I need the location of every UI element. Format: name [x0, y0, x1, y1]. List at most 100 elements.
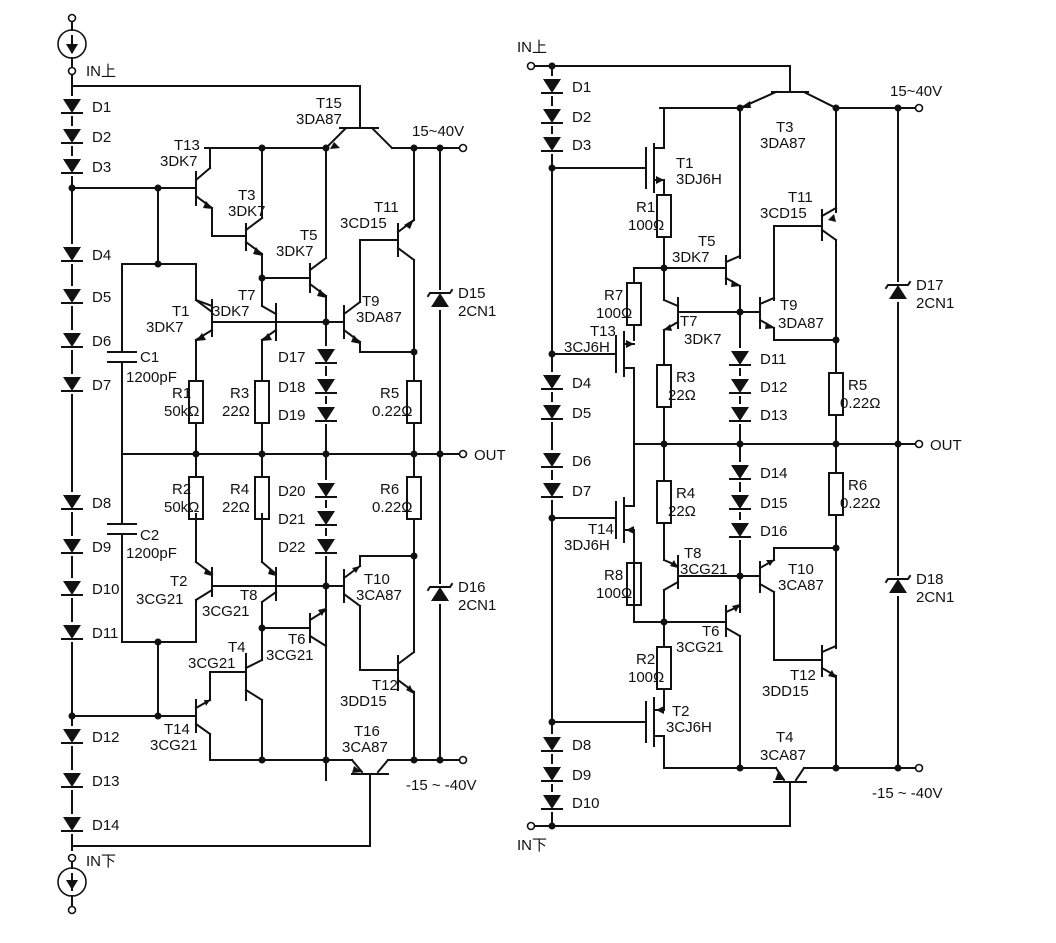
diode-d6: D6	[541, 450, 591, 470]
diode-label: D17	[278, 349, 306, 366]
resistor-label: R2	[636, 651, 655, 668]
diode-label: D12	[92, 729, 120, 746]
diode-label: D4	[572, 375, 591, 392]
left-t4-type: 3CG21	[188, 655, 236, 672]
resistor-label: R3	[676, 369, 695, 386]
resistor-value: 50kΩ	[164, 403, 199, 420]
diode-d9: D9	[61, 536, 111, 556]
right-t14-type: 3DJ6H	[564, 537, 610, 554]
diode-label: D14	[92, 817, 120, 834]
right-t9-name: T9	[780, 297, 798, 314]
right-supply-neg: -15 ~ -40V	[872, 785, 942, 802]
resistor-value: 22Ω	[222, 403, 250, 420]
resistor-label: R1	[636, 199, 655, 216]
left-in-top-label: IN上	[86, 63, 116, 80]
diode-label: D9	[92, 539, 111, 556]
resistor-value: 100Ω	[596, 585, 632, 602]
resistor-r6: R60.22Ω	[828, 472, 880, 516]
left-t16-type: 3CA87	[342, 739, 388, 756]
diode-d13: D13	[61, 770, 120, 790]
resistor-value: 0.22Ω	[372, 403, 412, 420]
right-in-top-label: IN上	[517, 39, 547, 56]
diode-label: D10	[572, 795, 600, 812]
resistor-label: R3	[230, 385, 249, 402]
diode-d10: D10	[61, 578, 120, 598]
diode-d18: D18	[278, 376, 337, 396]
left-t15-name: T15	[316, 95, 342, 112]
diode-label: D6	[92, 333, 111, 350]
right-t4-type: 3CA87	[760, 747, 806, 764]
left-t8-name: T8	[240, 587, 258, 604]
right-t1-name: T1	[676, 155, 694, 172]
diode-d21: D21	[278, 508, 337, 528]
diode-d10: D10	[541, 792, 600, 812]
right-t2-type: 3CJ6H	[666, 719, 712, 736]
diode-d17: D17	[278, 346, 337, 366]
resistor-label: R6	[380, 481, 399, 498]
right-t7-type: 3DK7	[684, 331, 722, 348]
resistor-label: R2	[172, 481, 191, 498]
diode-d9: D9	[541, 764, 591, 784]
zener-type: 2CN1	[458, 597, 496, 614]
diode-label: D21	[278, 511, 306, 528]
zener-type: 2CN1	[916, 295, 954, 312]
resistor-value: 100Ω	[596, 305, 632, 322]
diode-label: D2	[92, 129, 111, 146]
resistor-value: 0.22Ω	[840, 495, 880, 512]
resistor-r5: R50.22Ω	[828, 372, 880, 416]
resistor-label: R7	[604, 287, 623, 304]
right-t6-name: T6	[702, 623, 720, 640]
diode-d8: D8	[61, 492, 111, 512]
right-t3-name: T3	[776, 119, 794, 136]
diode-d15: D15	[729, 492, 788, 512]
left-t12-name: T12	[372, 677, 398, 694]
left-t11-type: 3CD15	[340, 215, 387, 232]
diode-label: D3	[92, 159, 111, 176]
right-t5-name: T5	[698, 233, 716, 250]
diode-d7: D7	[541, 480, 591, 500]
left-out-label: OUT	[474, 447, 506, 464]
diode-label: D20	[278, 483, 306, 500]
left-t1-type: 3DK7	[146, 319, 184, 336]
right-t11-type: 3CD15	[760, 205, 807, 222]
resistor-value: 100Ω	[628, 669, 664, 686]
left-t14-type: 3CG21	[150, 737, 198, 754]
right-t3-type: 3DA87	[760, 135, 806, 152]
diode-label: D19	[278, 407, 306, 424]
right-t4-name: T4	[776, 729, 794, 746]
diode-label: D8	[92, 495, 111, 512]
resistor-label: R4	[230, 481, 249, 498]
left-t9-name: T9	[362, 293, 380, 310]
diode-d5: D5	[541, 402, 591, 422]
left-t3-type: 3DK7	[228, 203, 266, 220]
diode-label: D7	[92, 377, 111, 394]
diode-label: D10	[92, 581, 120, 598]
diode-d12: D12	[61, 726, 120, 746]
diode-label: D3	[572, 137, 591, 154]
diode-d14: D14	[729, 462, 788, 482]
left-c2-value: 1200pF	[126, 545, 177, 562]
resistor-value: 50kΩ	[164, 499, 199, 516]
resistor-value: 22Ω	[222, 499, 250, 516]
diode-d8: D8	[541, 734, 591, 754]
resistor-r5: R50.22Ω	[372, 380, 422, 424]
left-t5-name: T5	[300, 227, 318, 244]
right-t13-type: 3CJ6H	[564, 339, 610, 356]
diode-d4: D4	[61, 244, 111, 264]
diode-label: D11	[760, 351, 786, 368]
diode-label: D13	[760, 407, 788, 424]
current-source-bottom	[57, 853, 87, 915]
diode-label: D4	[92, 247, 111, 264]
left-t10-name: T10	[364, 571, 390, 588]
